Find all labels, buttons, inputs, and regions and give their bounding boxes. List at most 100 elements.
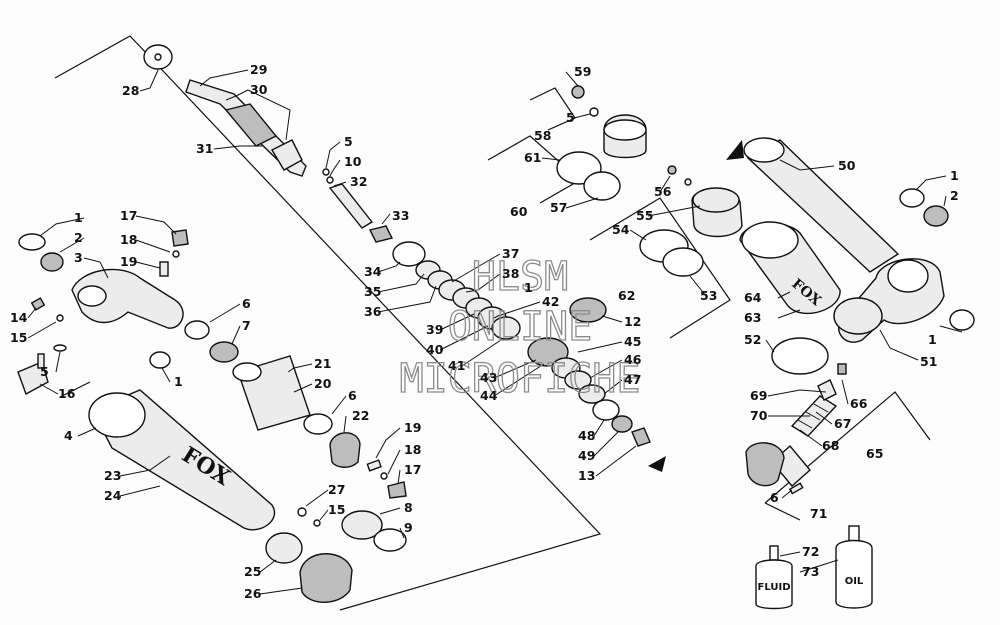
leader-46	[589, 359, 623, 379]
leader-61	[541, 157, 561, 161]
leader-43	[493, 359, 537, 379]
callout-64: 64	[744, 290, 762, 305]
oil-bottle	[835, 539, 873, 609]
callout-53: 53	[700, 288, 717, 303]
bracket-65	[764, 391, 931, 504]
callout-59: 59	[574, 64, 591, 79]
leader-63	[777, 309, 801, 319]
leader-15a	[27, 321, 57, 339]
part-32-pin	[328, 183, 374, 229]
leader-55	[647, 205, 701, 217]
part-25-piston	[265, 532, 303, 564]
part-15-ball-b	[313, 519, 321, 527]
leader-53	[689, 275, 707, 297]
callout-21: 21	[314, 356, 331, 371]
shaft-assembly	[143, 44, 394, 243]
leader-34	[377, 261, 401, 273]
leader-10	[329, 159, 341, 177]
callout-73: 73	[802, 564, 819, 579]
callout-25: 25	[244, 564, 261, 579]
leader-30b	[247, 89, 291, 141]
part-56-oring	[684, 178, 692, 186]
part-41-shim	[491, 316, 521, 340]
right-assembly: FOX	[726, 137, 975, 375]
part-65-valve-body	[745, 442, 785, 487]
callout-28: 28	[122, 83, 139, 98]
part-17-cap-b	[387, 481, 407, 499]
callout-13: 13	[578, 468, 595, 483]
leader-25	[259, 559, 277, 573]
leader-40	[439, 325, 489, 351]
part-14-screw	[30, 297, 46, 311]
leader-19b	[375, 427, 401, 459]
callout-67: 67	[834, 416, 851, 431]
callout-24: 24	[104, 488, 122, 503]
part-1-oring	[18, 233, 46, 251]
callout-27: 27	[328, 482, 345, 497]
part-12-bearing	[569, 297, 607, 323]
watermark-line-1: HLSM	[472, 254, 568, 300]
part-8-bearing	[341, 510, 383, 540]
callout-72: 72	[802, 544, 819, 559]
leader-47	[603, 379, 623, 395]
part-51-lower	[833, 297, 883, 335]
part-5-oring	[53, 344, 67, 352]
part-28-washer-hole	[154, 53, 162, 61]
part-49-spacer	[611, 415, 633, 433]
leader-22	[343, 415, 347, 433]
leader-39	[439, 313, 475, 331]
leader-72	[779, 551, 801, 557]
callout-65: 65	[866, 446, 883, 461]
callout-10: 10	[344, 154, 362, 169]
callout-62: 62	[618, 288, 635, 303]
callout-58: 58	[534, 128, 551, 143]
leader-6a	[209, 303, 241, 323]
callout-1-a: 1	[74, 210, 83, 225]
part-55-piston-top	[692, 187, 740, 213]
leader-44	[493, 363, 545, 397]
leader-12	[601, 315, 623, 323]
callout-1-b: 1	[174, 374, 183, 389]
part-27-ball	[297, 507, 307, 517]
callout-5-c: 5	[566, 110, 575, 125]
main-body: FOX	[88, 389, 407, 603]
part-26-end-cap	[299, 553, 353, 603]
callout-68: 68	[822, 438, 839, 453]
spring-coil-3	[813, 403, 829, 413]
callout-11: 1	[524, 280, 533, 295]
callout-54: 54	[612, 222, 630, 237]
callout-69: 69	[750, 388, 767, 403]
part-47-shim	[578, 384, 606, 404]
bracket-60	[487, 135, 582, 204]
part-33-nut	[368, 225, 394, 243]
leader-9	[399, 527, 405, 539]
leader-26	[259, 587, 303, 595]
leader-1a	[39, 217, 85, 237]
part-20-tube-end	[232, 362, 262, 382]
callout-37: 37	[502, 246, 519, 261]
part-53-ring	[662, 247, 704, 277]
leader-23	[119, 455, 171, 477]
part-18-ball	[172, 250, 180, 258]
callout-2-a: 2	[74, 230, 83, 245]
part-22-cap	[329, 432, 361, 468]
leader-50	[779, 159, 835, 171]
callout-47: 47	[624, 372, 641, 387]
leader-66	[841, 379, 849, 405]
callout-43: 43	[480, 370, 497, 385]
part-52-oring	[771, 337, 829, 375]
callout-6-a: 6	[242, 296, 251, 311]
leader-17b	[397, 469, 401, 485]
part-6-oring-b	[303, 413, 333, 435]
part-1-oring-b	[149, 351, 171, 369]
callout-6-b: 6	[348, 388, 357, 403]
callout-38: 38	[502, 266, 519, 281]
part-66-screw	[837, 363, 847, 375]
part-1-oring-c	[899, 188, 925, 208]
callout-57: 57	[550, 200, 567, 215]
part-9-oring	[373, 528, 407, 552]
callout-12: 12	[624, 314, 641, 329]
bracket-62	[589, 197, 731, 339]
